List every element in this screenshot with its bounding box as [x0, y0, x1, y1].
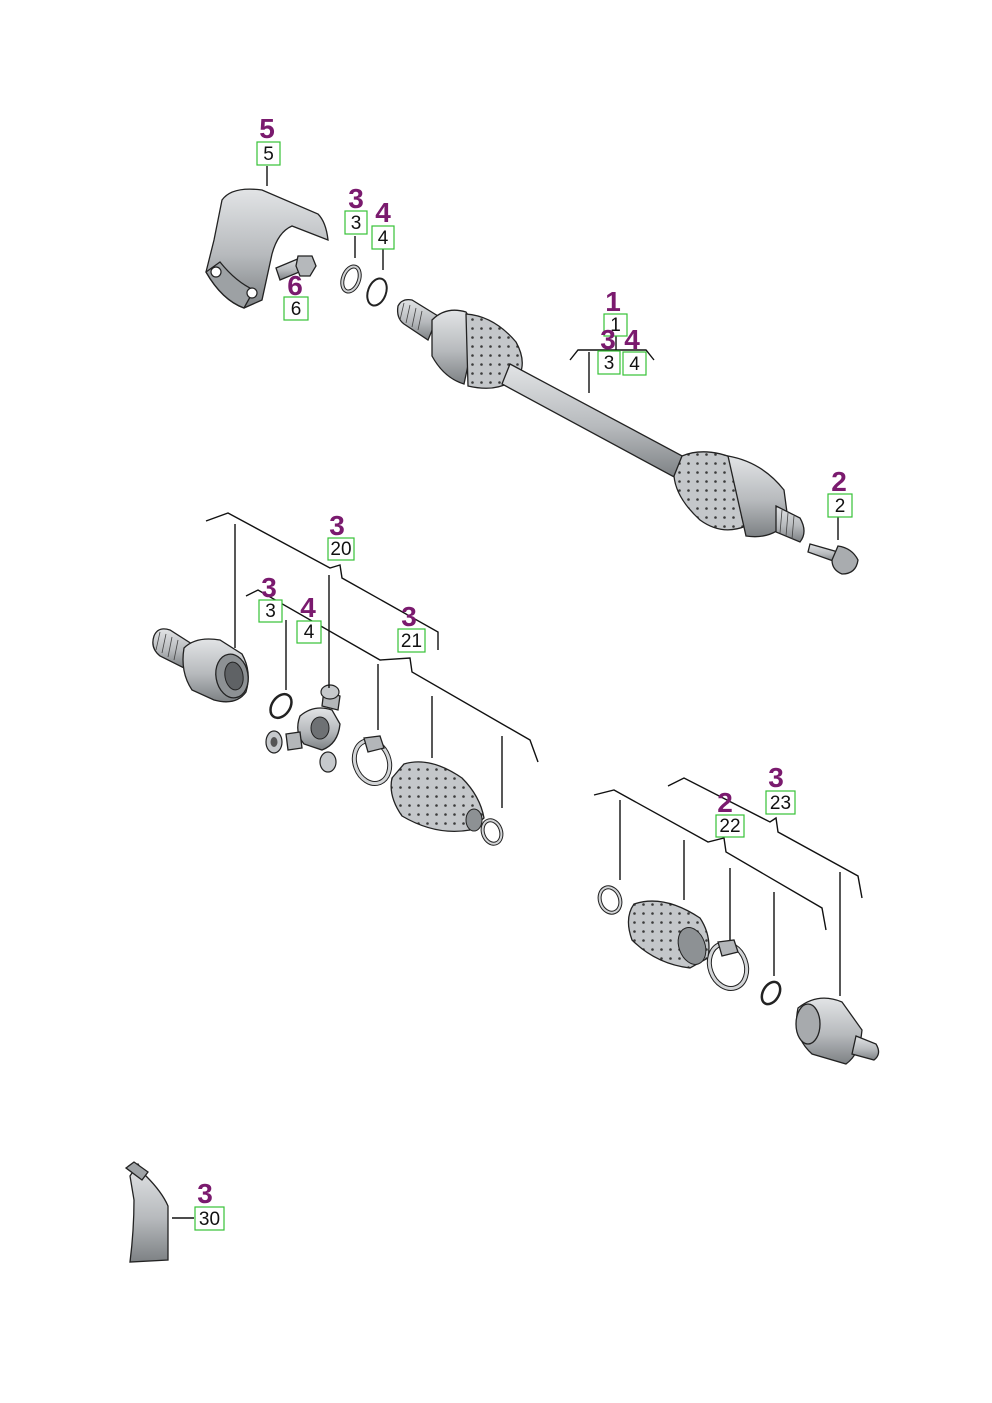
hose-clamp-small-part — [480, 818, 504, 846]
part-number: 3 — [265, 601, 276, 622]
quantity-label: 3 — [329, 510, 345, 541]
part-number: 3 — [351, 213, 362, 234]
part-number-box — [371, 225, 395, 250]
tripod-part — [265, 684, 341, 773]
part-number: 4 — [629, 354, 640, 375]
callout-part-4-inner[interactable]: 4 4 — [296, 592, 322, 644]
callout-part-3-inner[interactable]: 3 3 — [258, 572, 283, 623]
part-number: 1 — [610, 315, 621, 336]
part-number: 30 — [199, 1209, 220, 1230]
part-number-box — [603, 313, 628, 337]
quantity-label: 3 — [600, 324, 616, 355]
callout-part-30[interactable]: 3 30 — [194, 1178, 225, 1231]
part-number: 3 — [604, 353, 615, 374]
part-number-box — [194, 1206, 225, 1231]
part-number: 4 — [378, 228, 389, 249]
hose-clamp-large-part — [351, 735, 393, 786]
inner-joint-housing-part — [152, 628, 249, 703]
callout-part-3[interactable]: 3 3 — [344, 183, 368, 235]
part-number-box — [715, 814, 745, 838]
quantity-label: 3 — [197, 1178, 213, 1209]
callout-part-4-kit[interactable]: 4 4 — [622, 324, 647, 376]
part-number-box — [296, 620, 322, 644]
callout-part-5[interactable]: 5 5 — [256, 113, 281, 166]
part-number: 5 — [263, 144, 274, 165]
quantity-label: 3 — [261, 572, 277, 603]
o-ring-part — [366, 277, 388, 307]
part-number: 22 — [719, 816, 740, 837]
grease-tube-part — [124, 1161, 169, 1263]
outer-clamp-large-part — [706, 939, 750, 991]
quantity-label: 4 — [624, 324, 640, 355]
quantity-label: 3 — [401, 601, 417, 632]
outer-joint-part — [795, 997, 880, 1065]
part-number: 2 — [835, 496, 846, 517]
quantity-label: 2 — [831, 466, 847, 497]
quantity-label: 1 — [605, 286, 621, 317]
quantity-label: 6 — [287, 270, 303, 301]
callout-part-20[interactable]: 3 20 — [327, 510, 355, 561]
quantity-label: 4 — [300, 592, 316, 623]
outer-clamp-small-part — [597, 885, 623, 915]
quantity-label: 3 — [768, 762, 784, 793]
part-number: 6 — [291, 299, 302, 320]
leader-lines — [172, 166, 863, 1219]
part-number: 20 — [330, 539, 351, 560]
bolt-part — [275, 255, 317, 281]
part-number-box — [397, 628, 426, 653]
quantity-label: 3 — [348, 183, 364, 214]
callout-part-21[interactable]: 3 21 — [397, 601, 426, 653]
callout-part-6[interactable]: 6 6 — [283, 270, 309, 321]
callout-part-23[interactable]: 3 23 — [765, 762, 796, 815]
part-number-box — [258, 599, 283, 623]
part-number: 23 — [770, 793, 791, 814]
part-number-box — [622, 351, 647, 376]
outer-circlip-part — [760, 980, 782, 1006]
quantity-label: 5 — [259, 113, 275, 144]
callout-part-2[interactable]: 2 2 — [827, 466, 853, 518]
part-number: 4 — [304, 622, 315, 643]
heat-shield-part — [205, 188, 329, 309]
callout-part-1[interactable]: 1 1 — [603, 286, 628, 337]
quantity-label: 2 — [717, 787, 733, 818]
part-number-box — [327, 537, 355, 561]
drive-shaft-part — [396, 298, 805, 543]
part-number-box — [344, 210, 368, 235]
part-number-box — [827, 493, 853, 518]
quantity-label: 4 — [375, 197, 391, 228]
part-number-box — [283, 296, 309, 321]
part-number: 21 — [401, 631, 422, 652]
circlip-part — [340, 264, 362, 294]
callout-part-22[interactable]: 2 22 — [715, 787, 745, 838]
inner-circlip-part — [269, 692, 293, 720]
inner-boot-part — [390, 761, 485, 833]
part-number-box — [765, 790, 796, 815]
part-number-box — [597, 350, 621, 375]
part-number-box — [256, 141, 281, 166]
callout-part-4[interactable]: 4 4 — [371, 197, 395, 250]
axle-bolt-part — [807, 543, 859, 575]
callout-part-3-kit[interactable]: 3 3 — [597, 324, 621, 375]
outer-boot-part — [627, 900, 710, 969]
